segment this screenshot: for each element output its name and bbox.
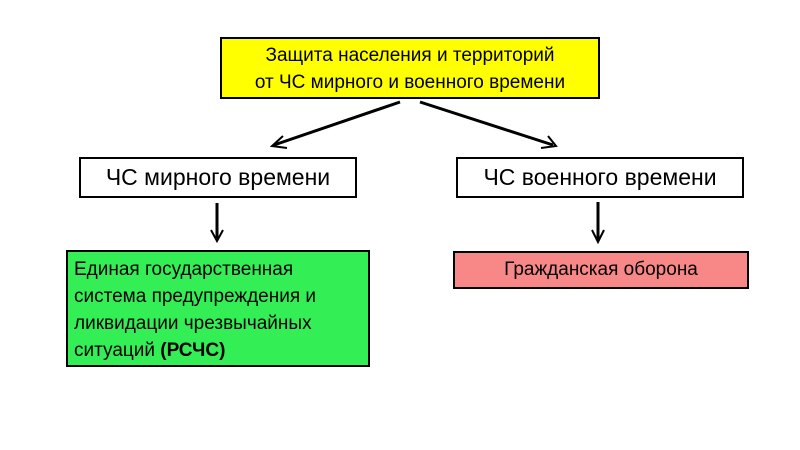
- root-box-population-protection: Защита населения и территорий от ЧС мирн…: [220, 37, 600, 99]
- arrow-to-war: [419, 100, 554, 147]
- arrowhead-war: [540, 135, 558, 149]
- peacetime-emergencies-box: ЧС мирного времени: [79, 157, 357, 198]
- root-line-1: Защита населения и территорий: [265, 45, 555, 66]
- rschs-text: Единая государственная система предупреж…: [74, 259, 317, 361]
- peacetime-label: ЧС мирного времени: [105, 164, 331, 190]
- civil-defense-box: Гражданская оборона: [453, 251, 749, 289]
- arrowhead-civil-defense: [591, 229, 605, 245]
- civil-defense-label: Гражданская оборона: [504, 259, 698, 280]
- rschs-abbr: (РСЧС): [160, 340, 226, 361]
- arrowhead-peace: [269, 135, 288, 149]
- wartime-emergencies-box: ЧС военного времени: [456, 157, 744, 198]
- root-line-2: от ЧС мирного и военного времени: [254, 72, 566, 93]
- rschs-box: Единая государственная система предупреж…: [66, 250, 370, 367]
- arrow-to-peace: [273, 100, 401, 147]
- wartime-label: ЧС военного времени: [483, 164, 717, 190]
- arrowhead-rschs: [210, 229, 224, 244]
